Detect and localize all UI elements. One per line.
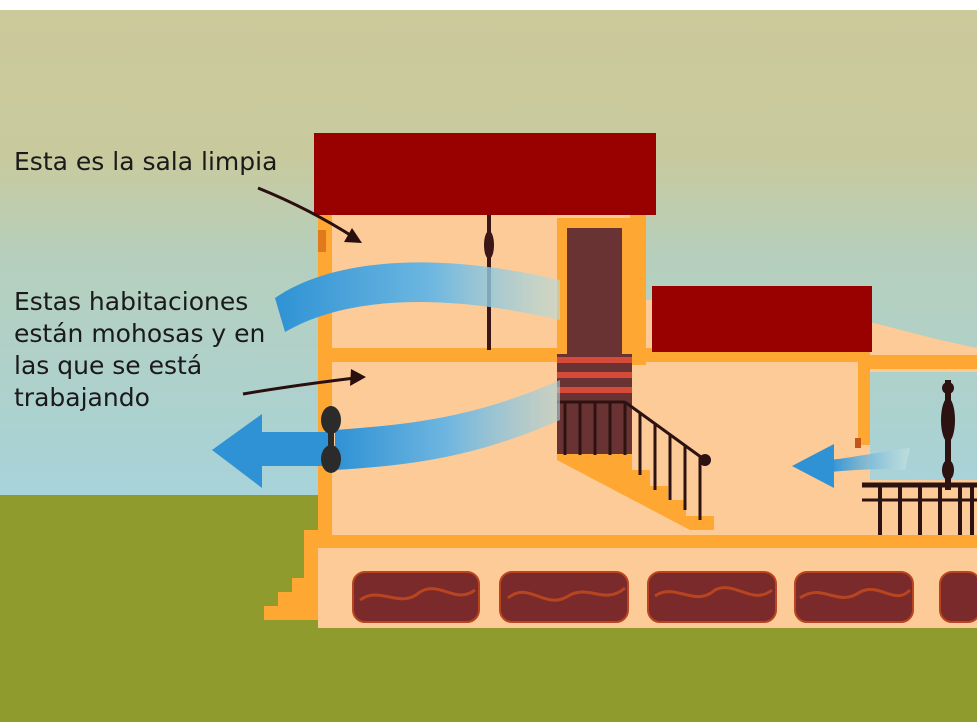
top-border	[0, 0, 977, 10]
porch-railing	[862, 482, 977, 535]
moldy-rooms-label-line-1: Estas habitaciones	[14, 287, 249, 316]
moldy-rooms-label-line-4: trabajando	[14, 383, 150, 412]
side-roof	[652, 286, 872, 352]
exhaust-arrow	[212, 414, 330, 488]
exhaust-fan-icon	[321, 406, 341, 473]
airflow-upper-stream	[275, 262, 560, 332]
airflow-lower-stream	[335, 380, 560, 470]
pointer-arrow-moldy-rooms	[242, 369, 366, 396]
clean-room-label: Esta es la sala limpia	[14, 147, 278, 176]
main-roof	[314, 133, 656, 215]
intake-airflow-stream	[830, 448, 910, 472]
porch-newel-post	[941, 380, 955, 490]
moldy-rooms-label-line-2: están mohosas y en	[14, 319, 266, 348]
moldy-rooms-label: Estas habitaciones están mohosas y en la…	[14, 286, 265, 414]
pointer-arrow-clean-room	[257, 186, 362, 243]
intake-arrow-head	[792, 444, 834, 488]
upper-door	[557, 218, 632, 354]
crawlspace-foundation	[318, 532, 977, 628]
moldy-rooms-label-line-3: las que se está	[14, 351, 203, 380]
interior-staircase	[557, 354, 714, 530]
